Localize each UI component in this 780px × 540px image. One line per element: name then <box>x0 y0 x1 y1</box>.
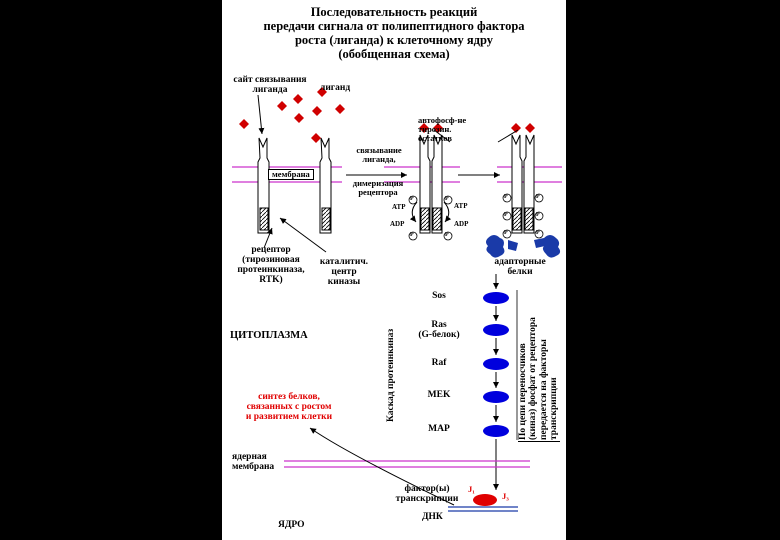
expression-arrow <box>309 427 455 506</box>
dna-label: ДНК <box>422 512 443 522</box>
phosphate-label: P <box>445 232 449 238</box>
phosphate-label: P <box>536 230 540 236</box>
adp-right: ADP <box>454 220 469 228</box>
kinase-cascade-label: Каскад протеинкиназ <box>386 328 396 422</box>
phosphate-label: P <box>410 196 414 202</box>
kinase-cascade <box>483 274 509 490</box>
phosphate-label: P <box>504 212 508 218</box>
chain-note: По цепи переносчиков(киназ) фосфат от ре… <box>518 317 560 442</box>
phosphate-groups <box>408 193 544 241</box>
transcription-factor-label: фактор(ы)транскрипции <box>395 484 459 504</box>
phosphate-label: P <box>536 194 540 200</box>
phosphate-label: P <box>445 196 449 202</box>
adaptor-proteins <box>486 235 561 258</box>
ligand-diamonds <box>239 87 535 143</box>
atp-right: ATP <box>454 202 468 210</box>
transcription-factor-blob <box>473 494 497 506</box>
dna-strand <box>448 506 518 512</box>
receptor-monomer <box>319 137 332 234</box>
nuclear-membrane <box>284 460 530 468</box>
signal-pathway-diagram <box>232 87 562 512</box>
phosphate-label: P <box>504 230 508 236</box>
atp-left: ATP <box>392 203 406 211</box>
receptor-monomer <box>257 137 270 234</box>
pointer-lines <box>257 94 519 253</box>
phosphate-label: P <box>536 212 540 218</box>
diagram-title: Последовательность реакций передачи сигн… <box>263 5 525 61</box>
cascade-ras: Ras(G-белок) <box>418 320 460 340</box>
cascade-sos: Sos <box>432 291 446 301</box>
cascade-raf: Raf <box>431 358 447 368</box>
cascade-map: MAP <box>428 424 450 434</box>
ligand-label: лиганд <box>320 83 351 93</box>
phosphate-label: P <box>504 194 508 200</box>
j1-label: J₁ <box>468 484 475 494</box>
phosphate-label: P <box>410 232 414 238</box>
slide: Последовательность реакций передачи сигн… <box>222 0 566 540</box>
cascade-mek: MEK <box>427 390 451 400</box>
membrane-label: мембрана <box>268 169 314 180</box>
cytoplasm-label: ЦИТОПЛАЗМА <box>230 330 308 341</box>
j3-label: J₃ <box>502 491 509 501</box>
receptor-dimer-phosphorylated <box>511 134 535 234</box>
nucleus-label: ЯДРО <box>278 520 305 530</box>
receptor-dimer <box>419 134 443 234</box>
adp-left: ADP <box>390 220 405 228</box>
